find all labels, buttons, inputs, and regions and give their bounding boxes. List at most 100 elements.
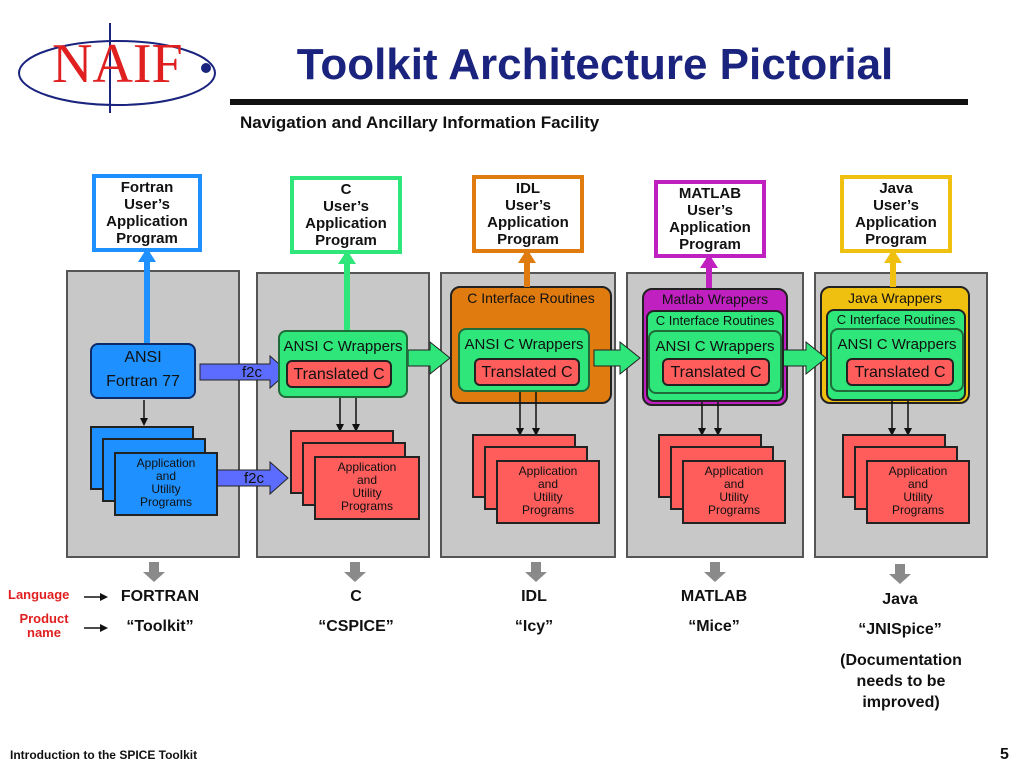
product-label: Product name: [12, 612, 76, 640]
product-label-line: Product: [19, 611, 69, 626]
title-divider: [230, 99, 968, 105]
card-text: Application: [136, 456, 196, 470]
ansi-line1: ANSI: [124, 349, 162, 366]
card-text: Programs: [707, 503, 760, 517]
lang-matlab: MATLAB: [680, 588, 748, 605]
product-matlab: “Mice”: [688, 618, 740, 635]
app-text: Application: [305, 215, 387, 232]
card-text: Utility: [903, 490, 933, 504]
translated-c-label: Translated C: [293, 366, 385, 383]
lang-c: C: [350, 588, 362, 605]
app-text: Application: [106, 213, 188, 230]
app-text: Program: [497, 231, 559, 248]
down-arrows: [140, 392, 912, 436]
matlab-translated-c: Translated C: [662, 358, 770, 386]
card-text: Application: [888, 464, 948, 478]
fortran-app-box: Fortran User’s Application Program: [92, 174, 202, 252]
app-text: Program: [116, 230, 178, 247]
app-text: User’s: [124, 196, 170, 213]
f2c-label-top: f2c: [242, 364, 263, 381]
app-text: MATLAB: [678, 185, 742, 202]
app-text: Java: [879, 180, 913, 197]
card-text: and: [155, 469, 177, 483]
app-text: User’s: [873, 197, 919, 214]
card-text: Programs: [139, 495, 192, 509]
lang-idl: IDL: [521, 588, 547, 605]
product-fortran: “Toolkit”: [126, 618, 194, 635]
java-translated-c: Translated C: [846, 358, 954, 386]
logo-text: NAIF: [52, 33, 183, 95]
ansi-c-wrappers-label: ANSI C Wrappers: [655, 338, 775, 355]
product-c: “CSPICE”: [318, 618, 394, 635]
card-text: Programs: [891, 503, 944, 517]
naif-logo: NAIF: [12, 18, 222, 118]
matlab-card-front: Application and Utility Programs: [682, 460, 786, 524]
app-text: User’s: [505, 197, 551, 214]
c-card-front: Application and Utility Programs: [314, 456, 420, 520]
app-text: Application: [855, 214, 937, 231]
card-text: Application: [337, 460, 397, 474]
app-text: C: [340, 181, 352, 198]
card-text: Application: [704, 464, 764, 478]
c-app-box: C User’s Application Program: [290, 176, 402, 254]
idl-card-front: Application and Utility Programs: [496, 460, 600, 524]
lang-java: Java: [882, 591, 918, 608]
java-note-line: improved): [862, 694, 940, 711]
card-text: Utility: [151, 482, 181, 496]
app-text: Program: [679, 236, 741, 253]
product-idl: “Icy”: [514, 618, 554, 635]
f2c-label-bottom: f2c: [244, 470, 265, 487]
java-doc-note: (Documentation needs to be improved): [826, 650, 976, 713]
logo-orbit-graphic: [18, 23, 216, 113]
java-wrappers-label: Java Wrappers: [848, 290, 942, 306]
translated-c-label: Translated C: [481, 364, 573, 381]
page-subtitle: Navigation and Ancillary Information Fac…: [240, 113, 600, 132]
translated-c-label: Translated C: [854, 364, 946, 381]
product-java: “JNISpice”: [858, 621, 942, 638]
lang-fortran: FORTRAN: [120, 588, 200, 605]
app-text: Program: [865, 231, 927, 248]
ansi-c-wrappers-label: ANSI C Wrappers: [837, 336, 957, 353]
label-arrows: [84, 593, 108, 632]
app-text: Program: [315, 232, 377, 249]
translated-c-label: Translated C: [670, 364, 762, 381]
app-text: Application: [487, 214, 569, 231]
java-card-front: Application and Utility Programs: [866, 460, 970, 524]
gray-output-arrows: [143, 562, 911, 584]
idl-c-interface-label: C Interface Routines: [467, 290, 595, 306]
card-text: Utility: [352, 486, 382, 500]
app-text: User’s: [687, 202, 733, 219]
c-interface-routines-label: C Interface Routines: [655, 313, 775, 328]
page-number: 5: [1000, 746, 1009, 763]
app-text: Fortran: [120, 179, 174, 196]
c-interface-routines-label: C Interface Routines: [836, 312, 956, 327]
c-translated-c: Translated C: [286, 360, 392, 388]
card-text: Utility: [533, 490, 563, 504]
java-note-line: (Documentation: [840, 652, 962, 669]
fortran-card-front: Application and Utility Programs: [114, 452, 218, 516]
app-text: Application: [669, 219, 751, 236]
card-text: and: [537, 477, 559, 491]
ansi-c-wrappers-label: ANSI C Wrappers: [464, 336, 584, 353]
ansi-line2: Fortran 77: [106, 373, 180, 390]
card-text: Utility: [719, 490, 749, 504]
idl-translated-c: Translated C: [474, 358, 580, 386]
card-text: Programs: [521, 503, 574, 517]
card-text: and: [356, 473, 378, 487]
app-text: IDL: [515, 180, 541, 197]
app-text: User’s: [323, 198, 369, 215]
card-text: Application: [518, 464, 578, 478]
java-app-box: Java User’s Application Program: [840, 175, 952, 253]
product-label-line: name: [27, 625, 61, 640]
footer-text: Introduction to the SPICE Toolkit: [10, 748, 198, 762]
page-title: Toolkit Architecture Pictorial: [296, 40, 894, 89]
card-text: and: [907, 477, 929, 491]
fat-arrows: [199, 340, 827, 496]
ansi-c-wrappers-label: ANSI C Wrappers: [283, 338, 403, 355]
matlab-wrappers-label: Matlab Wrappers: [661, 291, 769, 307]
ansi-fortran-box: ANSI Fortran 77: [90, 343, 196, 399]
card-text: Programs: [340, 499, 393, 513]
language-label: Language: [8, 587, 70, 602]
card-text: and: [723, 477, 745, 491]
